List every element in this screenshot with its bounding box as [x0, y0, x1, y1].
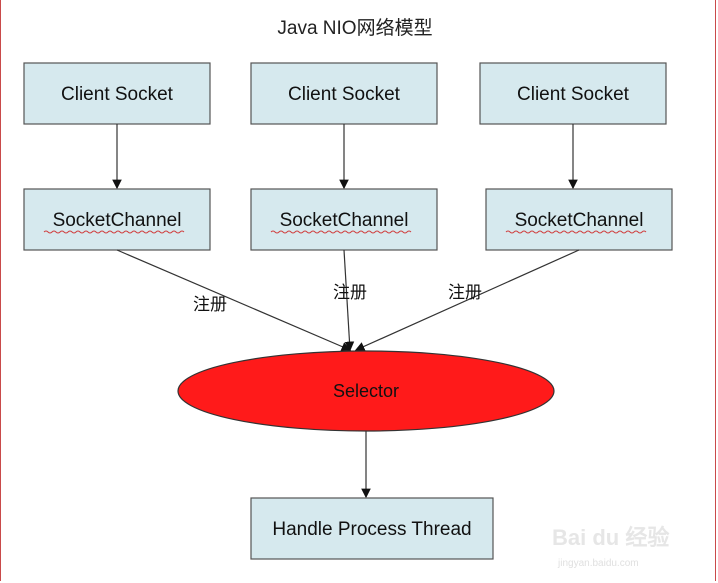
- watermark-brand: Bai du 经验: [552, 525, 669, 550]
- diagram-title: Java NIO网络模型: [277, 17, 432, 39]
- handler-label: Handle Process Thread: [272, 519, 471, 540]
- socket-channel-label-2: SocketChannel: [280, 210, 409, 231]
- spellcheck-underline-2: [270, 230, 412, 234]
- watermark-url: jingyan.baidu.com: [557, 558, 639, 569]
- socket-channel-node-2: SocketChannel: [250, 188, 438, 251]
- arrow-channel-to-selector-3: [354, 249, 580, 351]
- client-socket-label-3: Client Socket: [517, 84, 630, 105]
- arrow-channel-to-selector-2: [343, 249, 355, 352]
- client-socket-label-1: Client Socket: [61, 84, 174, 105]
- watermark: Bai du 经验 jingyan.baidu.com: [552, 525, 669, 569]
- edge-label-register-3: 注册: [448, 283, 482, 302]
- edge-label-register-1: 注册: [193, 295, 227, 314]
- client-socket-label-2: Client Socket: [288, 84, 401, 105]
- selector-node: Selector: [177, 350, 555, 432]
- client-socket-node-1: Client Socket: [23, 62, 211, 125]
- client-socket-node-2: Client Socket: [250, 62, 438, 125]
- socket-channel-label-3: SocketChannel: [515, 210, 644, 231]
- arrow-channel-to-selector-1: [116, 249, 352, 352]
- edge-label-register-2: 注册: [333, 283, 367, 302]
- selector-label: Selector: [333, 381, 399, 401]
- client-socket-node-3: Client Socket: [479, 62, 667, 125]
- spellcheck-underline-3: [505, 230, 647, 234]
- socket-channel-label-1: SocketChannel: [53, 210, 182, 231]
- handler-node: Handle Process Thread: [250, 497, 494, 560]
- spellcheck-underline-1: [43, 230, 185, 234]
- socket-channel-node-1: SocketChannel: [23, 188, 211, 251]
- socket-channel-node-3: SocketChannel: [485, 188, 673, 251]
